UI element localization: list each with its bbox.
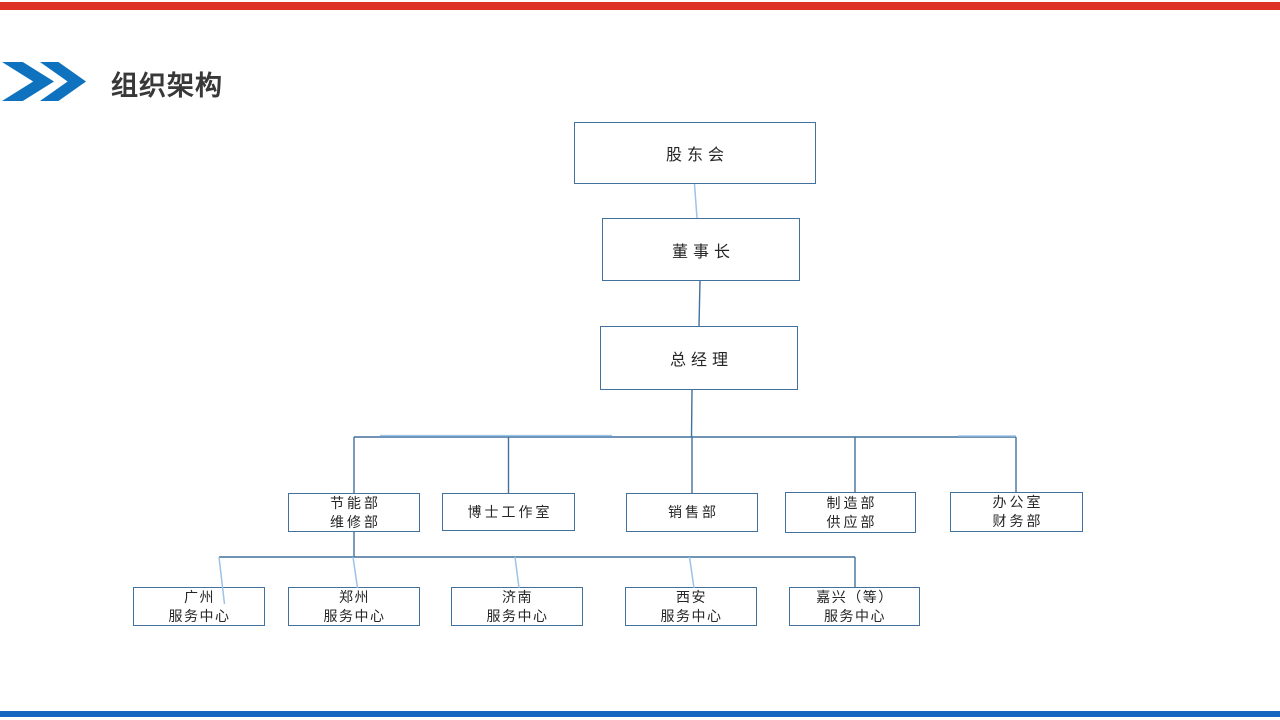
org-node-label: 广州 — [184, 588, 215, 605]
bottom-accent-bar — [0, 711, 1280, 717]
org-node-shareholders: 股东会 — [574, 122, 816, 184]
top-accent-bar — [0, 2, 1280, 10]
org-node-office-finance: 办公室 财务部 — [950, 492, 1083, 532]
org-node-label: 制造部 — [826, 494, 878, 511]
org-node-label: 股东会 — [665, 147, 729, 164]
org-node-label: 嘉兴（等） — [816, 588, 894, 605]
org-node-label: 维修部 — [330, 513, 381, 530]
org-node-label: 服务中心 — [168, 607, 231, 624]
org-node-jiaxing-center: 嘉兴（等） 服务中心 — [789, 587, 920, 626]
org-node-label: 供应部 — [826, 513, 878, 530]
org-node-doctor-studio: 博士工作室 — [442, 493, 575, 531]
org-node-manufacturing-supply: 制造部 供应部 — [785, 492, 916, 533]
chevron-right-icon — [2, 62, 54, 101]
org-node-energy-maintenance: 节能部 维修部 — [288, 493, 420, 532]
org-node-label: 财务部 — [992, 513, 1044, 529]
org-node-chairman: 董事长 — [602, 218, 800, 281]
org-node-label: 博士工作室 — [467, 503, 553, 520]
org-node-label: 办公室 — [992, 494, 1044, 510]
page-title: 组织架构 — [111, 71, 223, 101]
org-node-jinan-center: 济南 服务中心 — [451, 587, 583, 626]
org-node-xian-center: 西安 服务中心 — [625, 587, 757, 626]
org-node-label: 服务中心 — [824, 607, 886, 624]
org-node-guangzhou-center: 广州 服务中心 — [133, 587, 265, 626]
org-node-label: 董事长 — [671, 243, 735, 261]
org-node-general-manager: 总经理 — [600, 326, 798, 390]
org-node-label: 西安 — [676, 588, 707, 605]
org-node-label: 服务中心 — [660, 607, 723, 624]
org-node-sales-dept: 销售部 — [626, 493, 758, 532]
org-node-zhengzhou-center: 郑州 服务中心 — [288, 587, 420, 626]
org-node-label: 服务中心 — [323, 607, 386, 624]
org-node-label: 总经理 — [669, 352, 733, 369]
org-node-label: 郑州 — [339, 588, 370, 605]
org-node-label: 节能部 — [330, 494, 381, 511]
org-node-label: 服务中心 — [486, 607, 549, 624]
org-node-label: 销售部 — [668, 504, 719, 520]
org-node-label: 济南 — [502, 588, 533, 605]
